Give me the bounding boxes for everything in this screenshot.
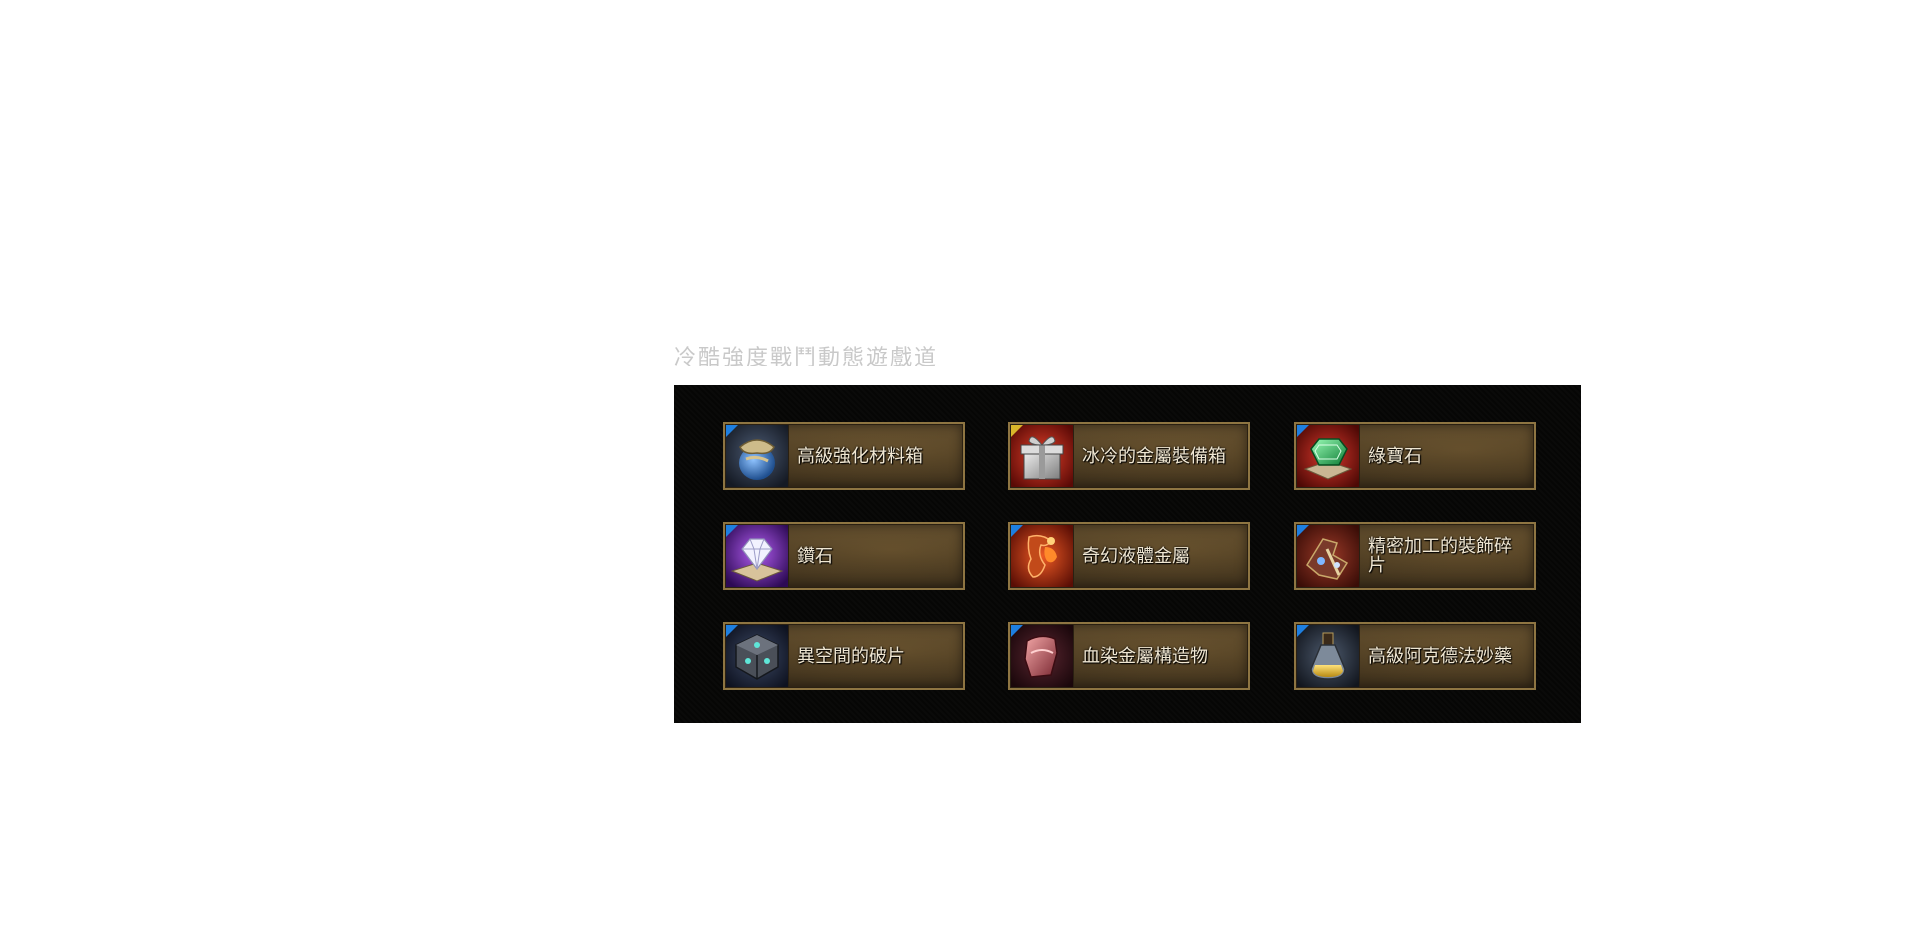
gift-box-icon bbox=[1011, 425, 1074, 487]
item-slot[interactable]: 冰冷的金屬裝備箱 bbox=[1008, 422, 1250, 490]
item-label: 高級阿克德法妙藥 bbox=[1368, 645, 1512, 667]
item-slot[interactable]: 綠寶石 bbox=[1294, 422, 1536, 490]
rarity-badge bbox=[1297, 525, 1309, 537]
item-slot[interactable]: 鑽石 bbox=[723, 522, 965, 590]
blood-metal-icon bbox=[1011, 625, 1074, 687]
item-label: 血染金屬構造物 bbox=[1082, 645, 1208, 667]
item-slot[interactable]: 高級阿克德法妙藥 bbox=[1294, 622, 1536, 690]
item-slot[interactable]: 血染金屬構造物 bbox=[1008, 622, 1250, 690]
item-label: 異空間的破片 bbox=[797, 645, 905, 667]
rarity-badge bbox=[1297, 425, 1309, 437]
item-slot[interactable]: 精密加工的裝飾碎片 bbox=[1294, 522, 1536, 590]
rarity-badge bbox=[726, 525, 738, 537]
item-label: 精密加工的裝飾碎片 bbox=[1368, 536, 1512, 576]
item-slot[interactable]: 奇幻液體金屬 bbox=[1008, 522, 1250, 590]
ornament-fragment-icon bbox=[1297, 525, 1360, 587]
rarity-badge bbox=[726, 625, 738, 637]
section-caption-text: 冷酷強度戰鬥動態遊戲道具 bbox=[674, 346, 939, 367]
item-label: 冰冷的金屬裝備箱 bbox=[1082, 445, 1226, 467]
emerald-icon bbox=[1297, 425, 1360, 487]
item-label: 奇幻液體金屬 bbox=[1082, 545, 1190, 567]
elixir-icon bbox=[1297, 625, 1360, 687]
liquid-metal-icon bbox=[1011, 525, 1074, 587]
section-caption: 冷酷強度戰鬥動態遊戲道具 bbox=[674, 344, 939, 367]
rarity-badge bbox=[1011, 425, 1023, 437]
rarity-badge bbox=[726, 425, 738, 437]
material-bag-icon bbox=[726, 425, 789, 487]
item-label: 高級強化材料箱 bbox=[797, 445, 923, 467]
item-label: 綠寶石 bbox=[1368, 445, 1422, 467]
item-slot[interactable]: 高級強化材料箱 bbox=[723, 422, 965, 490]
void-cube-icon bbox=[726, 625, 789, 687]
rarity-badge bbox=[1011, 625, 1023, 637]
diamond-icon bbox=[726, 525, 789, 587]
item-slot[interactable]: 異空間的破片 bbox=[723, 622, 965, 690]
rarity-badge bbox=[1297, 625, 1309, 637]
rarity-badge bbox=[1011, 525, 1023, 537]
item-label: 鑽石 bbox=[797, 545, 833, 567]
item-rewards-panel: 高級強化材料箱 冰冷的金屬裝備箱 bbox=[674, 385, 1581, 723]
